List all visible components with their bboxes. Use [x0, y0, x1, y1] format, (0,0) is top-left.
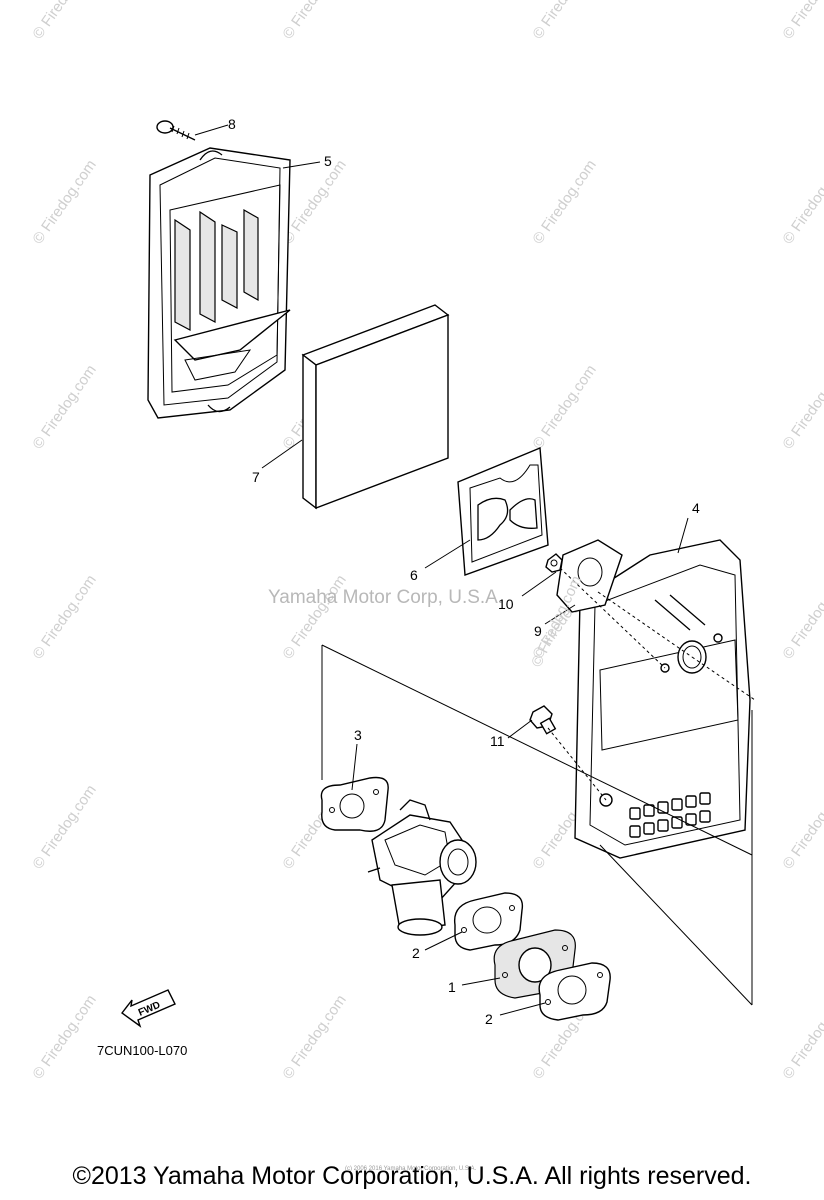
- callout-7: 7: [252, 469, 260, 485]
- part-7-filter-element[interactable]: [301, 304, 450, 510]
- watermark-text: © Firedog.com: [279, 0, 349, 42]
- watermark-text: © Firedog.com: [29, 0, 99, 42]
- watermark-text: © Firedog.com: [779, 362, 824, 453]
- grille-slot: [699, 792, 711, 805]
- callout-8: 8: [228, 116, 236, 132]
- carburetor[interactable]: [367, 799, 477, 936]
- watermark-text: © Firedog.com: [529, 362, 599, 453]
- watermark-text: © Firedog.com: [779, 782, 824, 873]
- part-6-gasket[interactable]: [457, 446, 549, 576]
- callout-2b: 2: [485, 1011, 493, 1027]
- watermark-text: © Firedog.com: [529, 157, 599, 248]
- callout-11: 11: [490, 733, 505, 749]
- center-watermark: Yamaha Motor Corp, U.S.A.: [268, 587, 503, 608]
- copyright-notice: ©2013 Yamaha Motor Corporation, U.S.A. A…: [72, 1162, 752, 1190]
- callout-2a: 2: [412, 945, 420, 961]
- part-10-nut[interactable]: [545, 553, 563, 573]
- grille-slot: [657, 819, 669, 832]
- assembly-outline: [321, 567, 756, 1006]
- watermark-text: © Firedog.com: [29, 157, 99, 248]
- part-2-gasket-upper[interactable]: [453, 892, 524, 951]
- grille-slot: [685, 795, 697, 808]
- callout-5: 5: [324, 153, 332, 169]
- callout-numbers: 8 5 7 6 4 10 9 11 3 2 1 2: [228, 116, 700, 1027]
- grille-slot: [671, 798, 683, 811]
- watermark-text: © Firedog.com: [779, 157, 824, 248]
- reference-code: 7CUN100-L070: [97, 1043, 187, 1058]
- watermark-text: © Firedog.com: [29, 362, 99, 453]
- part-8-screw[interactable]: [156, 120, 196, 141]
- grille-slot: [643, 822, 655, 835]
- callout-3: 3: [354, 727, 362, 743]
- part-5-air-cleaner-cover[interactable]: [147, 147, 291, 419]
- leader-lines: [194, 124, 689, 1016]
- part-2-gasket-lower[interactable]: [538, 962, 611, 1021]
- callout-9: 9: [534, 623, 542, 639]
- part-9-gasket[interactable]: [556, 539, 623, 613]
- part-11-bolt[interactable]: [529, 705, 557, 735]
- watermark-text: © Firedog.com: [279, 572, 349, 663]
- small-print: (c) 2006 2016 Yamaha Motor Corporation, …: [345, 1166, 477, 1172]
- callout-1: 1: [448, 979, 456, 995]
- watermark-text: © Firedog.com: [279, 992, 349, 1083]
- callout-4: 4: [692, 500, 700, 516]
- watermark-text: © Firedog.com: [779, 0, 824, 42]
- callout-10: 10: [498, 596, 514, 612]
- watermark-text: © Firedog.com: [29, 782, 99, 873]
- grille-slot: [629, 807, 641, 820]
- watermark-text: © Firedog.com: [29, 992, 99, 1083]
- part-3-gasket[interactable]: [320, 776, 389, 832]
- part-4-air-cleaner-case[interactable]: [574, 539, 751, 859]
- watermark-text: © Firedog.com: [29, 572, 99, 663]
- watermark-text: © Firedog.com: [529, 0, 599, 42]
- watermark-text: © Firedog.com: [779, 572, 824, 663]
- grille-slot: [629, 825, 641, 838]
- center-watermark-rotated: © Firedog.com: [528, 573, 585, 670]
- callout-6: 6: [410, 567, 418, 583]
- fwd-arrow-icon: FWD: [121, 989, 176, 1028]
- watermark-text: © Firedog.com: [779, 992, 824, 1083]
- grille-slot: [699, 810, 711, 823]
